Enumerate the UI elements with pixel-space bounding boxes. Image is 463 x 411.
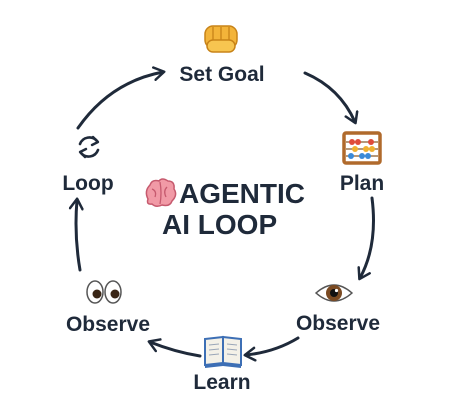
node-observe-right-label: Observe: [296, 312, 380, 335]
center-title-line1: AGENTIC: [179, 178, 305, 209]
node-loop-label: Loop: [62, 172, 113, 195]
eye-icon: [314, 284, 354, 302]
arrow-loop-to-set-goal: [76, 66, 166, 130]
node-set-goal-label: Set Goal: [179, 63, 264, 86]
abacus-icon: [342, 131, 382, 165]
node-observe-left-label: Observe: [66, 313, 150, 336]
arrow-set-goal-to-plan: [303, 71, 359, 125]
cycle-arrows-icon: [78, 135, 100, 159]
open-book-icon: [204, 335, 242, 368]
brain-icon: [145, 178, 177, 208]
arrow-learn-to-observe: [147, 338, 202, 358]
eyes-icon: [86, 280, 122, 304]
node-plan-label: Plan: [340, 172, 384, 195]
node-learn-label: Learn: [193, 371, 250, 394]
center-title-line2: AI LOOP: [162, 209, 277, 240]
fist-icon: [204, 25, 238, 53]
arrow-plan-to-observe: [357, 196, 375, 281]
arrow-observe-to-learn: [243, 336, 300, 362]
arrow-observe-to-loop: [68, 197, 84, 272]
